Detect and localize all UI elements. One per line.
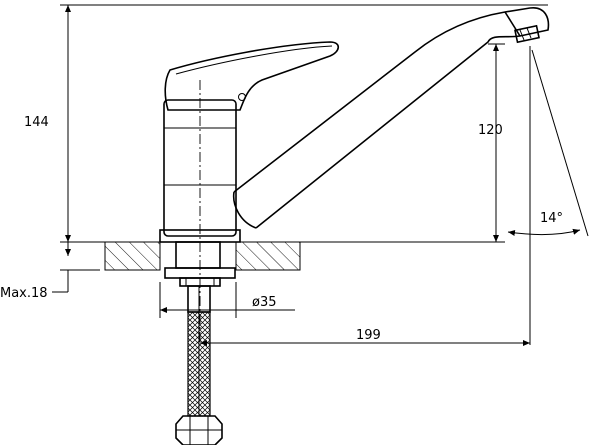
dimension-spout-angle: 14° [507,46,589,345]
dimension-spout-height: 120 [300,43,505,243]
base-diameter-label: ø35 [252,295,277,310]
spout-angle-label: 14° [540,211,563,226]
countertop-section [104,241,301,271]
dimension-base-diameter: ø35 [159,282,295,318]
dimension-overall-height: 144 [24,4,548,243]
faucet-spout [232,7,550,229]
max-thickness-label: Max.18 [0,286,48,301]
spout-height-label: 120 [478,123,503,138]
hose-nut [175,415,223,445]
overall-height-label: 144 [24,115,49,130]
faucet-lever-handle [164,41,340,111]
dimension-max-thickness: Max.18 [0,242,100,301]
supply-hose [187,285,211,417]
dimension-spout-reach: 199 [200,328,530,346]
spout-reach-label: 199 [356,328,381,343]
